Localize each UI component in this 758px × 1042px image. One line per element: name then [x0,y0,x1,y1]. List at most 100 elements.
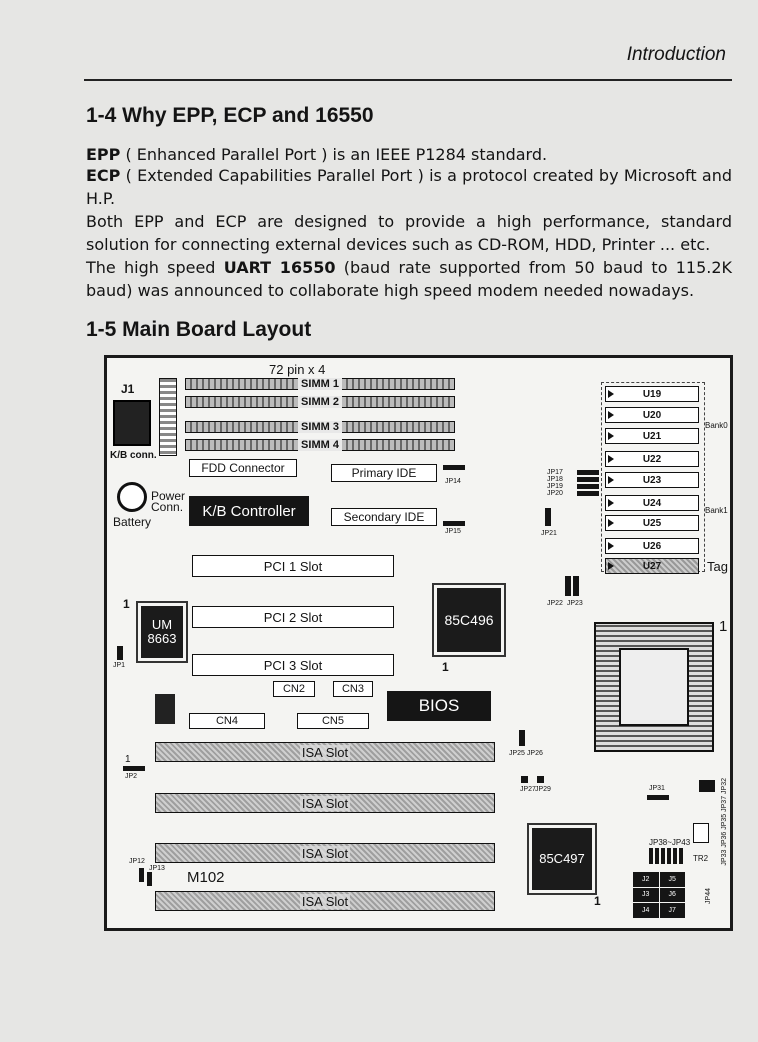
bank1-label: Bank1 [705,506,728,515]
pin1-marker-jp2: 1 [125,754,131,765]
jp31-label: JP31 [649,785,665,792]
page-header-title: Introduction [626,44,726,65]
tag-label: Tag [707,559,728,574]
kb-controller: K/B Controller [189,496,309,526]
simm-slot-2: SIMM 2 [185,396,455,408]
cache-u26: U26 [605,538,699,554]
pci-slot-3: PCI 3 Slot [192,654,394,676]
cn2-connector: CN2 [273,681,315,697]
term-ecp: ECP [86,166,121,185]
fdd-connector: FDD Connector [189,459,297,477]
tr2-regulator [693,823,709,843]
uart-pre: The high speed [86,258,224,277]
jp31-jumper [647,795,669,800]
j5-connector: J5 [659,872,685,887]
jp29-label: JP29 [535,786,551,793]
jp14-jumper [443,465,465,470]
isa-slot-4: ISA Slot [155,891,495,911]
jp2-label: JP2 [125,773,138,780]
m102-label: M102 [187,869,225,886]
jp17-20-jumpers [577,470,599,498]
primary-ide: Primary IDE [331,464,437,482]
jp25-jumper [519,730,525,746]
bios-chip: BIOS [387,691,491,721]
cache-u19: U19 [605,386,699,402]
section-heading-1-4: 1-4 Why EPP, ECP and 16550 [86,104,374,127]
jp12-jumper [139,868,144,882]
jp15-label: JP15 [445,528,461,535]
j3-connector: J3 [633,887,659,903]
pci-slot-2: PCI 2 Slot [192,606,394,628]
cn4-connector: CN4 [189,713,265,729]
paragraph-epp: EPP ( Enhanced Parallel Port ) is an IEE… [86,143,732,166]
jp22-jumper [565,576,571,596]
85c497-chip: 85C497 [532,828,592,890]
ecp-text: ( Extended Capabilities Parallel Port ) … [86,166,732,208]
j4-connector: J4 [633,903,659,918]
term-epp: EPP [86,145,121,164]
pin1-marker-85c497: 1 [594,894,601,908]
jp25-26-label: JP25 JP26 [509,750,543,757]
bank0-label: Bank0 [705,421,728,430]
jp22-23-label: JP22 JP23 [547,600,583,607]
kb-conn-label: K/B conn. [110,450,157,461]
pci-slot-1: PCI 1 Slot [192,555,394,577]
isa-slot-1: ISA Slot [155,742,495,762]
right-column-jumpers-label: JP33 JP36 JP35 JP37 JP32 [721,778,728,866]
jp2-jumper [123,766,145,771]
small-chip [155,694,175,724]
cpu-socket-inner [619,648,689,726]
battery [117,482,147,512]
j2-j7-grid: J2 J5 J3 J6 J4 J7 [633,872,685,918]
cache-u25: U25 [605,515,699,531]
secondary-ide: Secondary IDE [331,508,437,526]
jp21-jumper [545,508,551,526]
pin1-marker-85c496: 1 [442,660,449,674]
simm-header-label: 72 pin x 4 [269,362,326,377]
j1-label: J1 [121,382,135,396]
simm-side-connector [159,378,177,456]
jp27-jumper [521,776,528,783]
jp17-20-label: JP17 JP18 JP19 JP20 [547,469,563,497]
epp-text: ( Enhanced Parallel Port ) is an IEEE P1… [120,145,548,164]
cache-u22: U22 [605,451,699,467]
power-conn-label: Power Conn. [151,489,186,514]
isa-slot-3: ISA Slot [155,843,495,863]
j6-connector: J6 [659,887,685,903]
cache-u24: U24 [605,495,699,511]
jp15-jumper [443,521,465,526]
jp13-jumper [147,872,152,886]
jp23-jumper [573,576,579,596]
85c496-chip: 85C496 [437,588,501,652]
jp38-43-jumpers [649,848,685,864]
j2-connector: J2 [633,872,659,887]
jp44-label: JP44 [705,888,712,904]
tr2-label: TR2 [693,854,709,863]
header-rule [84,79,732,81]
j7-connector: J7 [659,903,685,918]
simm-slot-3: SIMM 3 [185,421,455,433]
jp21-label: JP21 [541,530,557,537]
battery-label: Battery [113,515,152,529]
cache-u20: U20 [605,407,699,423]
isa-slot-2: ISA Slot [155,793,495,813]
um8663-chip: UM 8663 [141,606,183,658]
jp13-label: JP13 [149,865,165,872]
jp38-43-label: JP38~JP43 [649,838,691,847]
cache-u23: U23 [605,472,699,488]
jp1-jumper [117,646,123,660]
pin1-marker-cpu: 1 [719,618,728,635]
cn5-connector: CN5 [297,713,369,729]
simm-slot-4: SIMM 4 [185,439,455,451]
term-uart: UART 16550 [223,258,336,277]
pin1-marker-um8663: 1 [123,597,130,611]
jp1-label: JP1 [113,662,126,669]
cache-u27-tag: U27 [605,558,699,574]
cn3-connector: CN3 [333,681,373,697]
kb-connector [113,400,151,446]
jp12-label: JP12 [129,858,145,865]
paragraph-both: Both EPP and ECP are designed to provide… [86,212,732,254]
jp27-label: JP27 [520,786,536,793]
section-heading-1-5: 1-5 Main Board Layout [86,318,312,341]
main-board-diagram: 72 pin x 4 SIMM 1 SIMM 2 SIMM 3 SIMM 4 J… [104,355,733,931]
